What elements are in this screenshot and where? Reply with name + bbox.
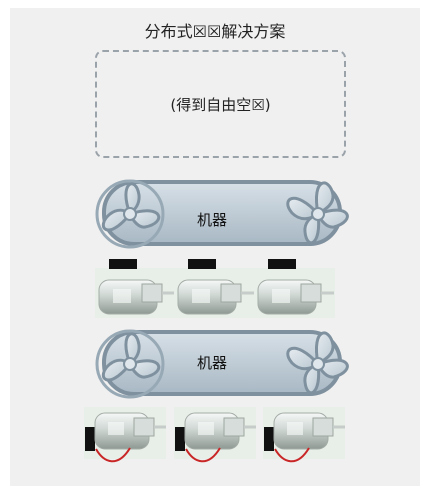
motor-2-1 <box>84 407 166 463</box>
fan-right-1 <box>286 181 349 245</box>
control-box-label: (得到自由空☒) <box>170 96 271 114</box>
motor-1-1 <box>95 259 175 318</box>
control-box: (得到自由空☒) <box>95 50 346 158</box>
motor-group-1 <box>95 259 335 318</box>
motor-1-2 <box>175 259 255 318</box>
machine-label-1: 机器 <box>196 211 227 229</box>
motor-1-3 <box>255 259 335 318</box>
motor-group-2 <box>84 407 345 463</box>
motor-2-2 <box>174 407 256 463</box>
diagram-title: 分布式☒☒解决方案 <box>144 22 286 41</box>
diagram-panel: 分布式☒☒解决方案 (得到自由空☒) <box>10 8 420 486</box>
fan-left-1 <box>95 179 165 249</box>
motor-2-3 <box>263 407 345 463</box>
fan-left-2 <box>95 329 165 399</box>
machine-label-2: 机器 <box>196 354 227 372</box>
fan-right-2 <box>286 331 349 395</box>
